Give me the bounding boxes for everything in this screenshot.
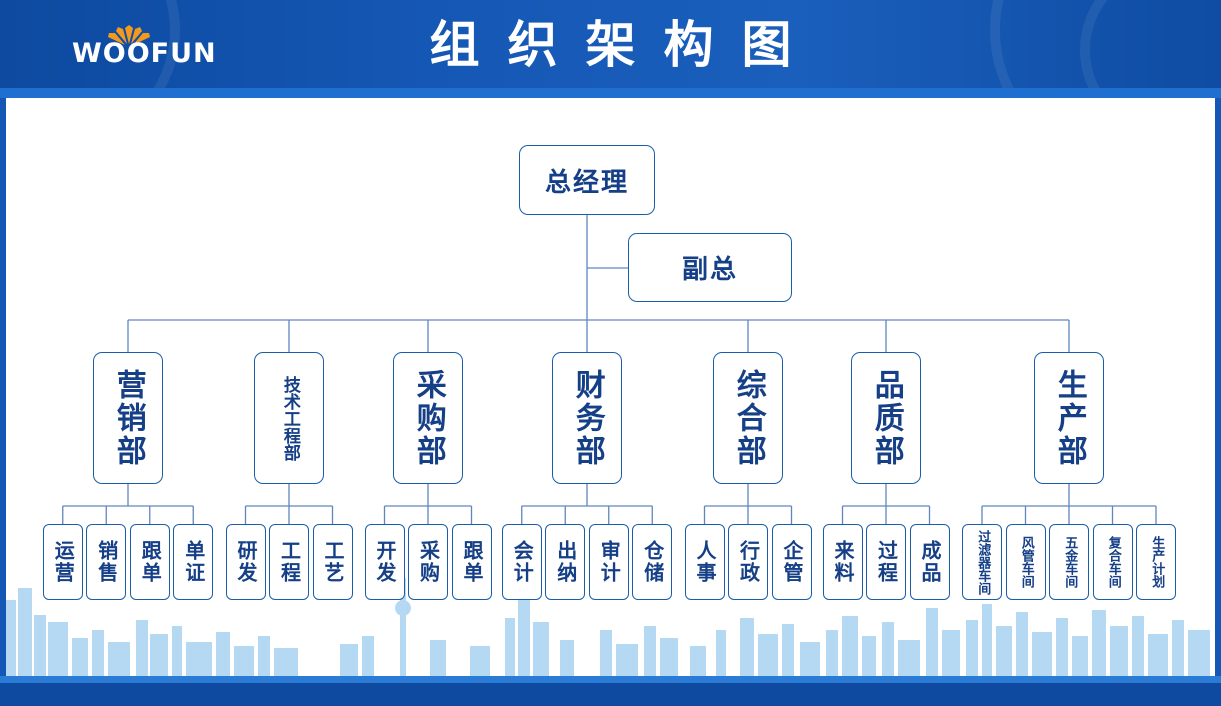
page-title: 组织架构图 <box>429 16 820 74</box>
sub-dept-box: 审计 <box>588 524 629 600</box>
sub-dept-box: 运营 <box>42 524 83 600</box>
header-banner: 组织架构图 <box>0 0 1221 96</box>
sub-dept-box: 工程 <box>269 524 309 600</box>
sub-dept-box: 研发 <box>225 524 266 600</box>
sub-dept-box: 销售 <box>86 524 127 600</box>
header-decoration <box>990 0 1221 96</box>
dept-box: 采购部 <box>393 352 463 484</box>
dept-box: 生产部 <box>1034 352 1104 484</box>
sub-dept-box: 采购 <box>408 524 448 600</box>
city-skyline-decoration <box>6 578 1210 680</box>
frame-left <box>0 98 6 683</box>
deputy-manager-box: 副总 <box>628 233 792 302</box>
sub-dept-box: 单证 <box>173 524 214 600</box>
sub-dept-box: 出纳 <box>545 524 586 600</box>
sub-dept-box: 五金车间 <box>1049 524 1089 600</box>
sub-dept-box: 开发 <box>364 524 405 600</box>
footer-stripe <box>0 676 1221 683</box>
sub-dept-box: 成品 <box>909 524 950 600</box>
sub-dept-box: 人事 <box>684 524 725 600</box>
dept-box: 品质部 <box>851 352 921 484</box>
dept-box: 综合部 <box>713 352 783 484</box>
sub-dept-box: 行政 <box>728 524 768 600</box>
sub-dept-box: 会计 <box>501 524 542 600</box>
sub-dept-box: 企管 <box>771 524 812 600</box>
header-decoration <box>0 0 180 96</box>
sub-dept-box: 过程 <box>866 524 906 600</box>
dept-box: 技术工程部 <box>254 352 324 484</box>
dept-box: 营销部 <box>93 352 163 484</box>
frame-right <box>1215 98 1221 683</box>
general-manager-box: 总经理 <box>519 145 655 215</box>
dept-box: 财务部 <box>552 352 622 484</box>
sub-dept-box: 工艺 <box>312 524 353 600</box>
sub-dept-box: 跟单 <box>129 524 170 600</box>
sub-dept-box: 生产计划 <box>1136 524 1176 600</box>
header-stripe <box>0 88 1221 98</box>
sub-dept-box: 跟单 <box>451 524 492 600</box>
company-logo: WOOFUN <box>72 25 222 76</box>
sub-dept-box: 过滤器车间 <box>962 524 1002 600</box>
sub-dept-box: 复合车间 <box>1092 524 1133 600</box>
sub-dept-box: 仓储 <box>632 524 673 600</box>
header-decoration <box>1080 0 1221 96</box>
sun-logo-icon <box>108 25 150 45</box>
sub-dept-box: 来料 <box>822 524 863 600</box>
logo-wordmark: WOOFUN <box>72 38 217 69</box>
footer-bar <box>0 683 1221 706</box>
sub-dept-box: 风管车间 <box>1005 524 1046 600</box>
